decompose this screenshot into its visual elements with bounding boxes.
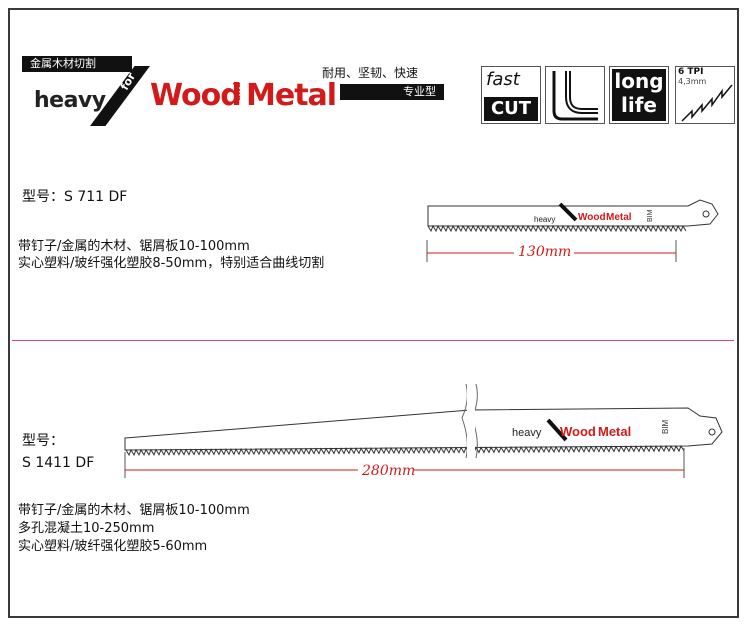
blade2-metal: Metal	[598, 424, 631, 439]
blade2-wood: Wood	[560, 424, 596, 439]
blade-s711df	[427, 199, 719, 233]
blade-s1411df	[124, 383, 723, 459]
blade1-wood: Wood	[578, 212, 606, 223]
saw-teeth-icon	[681, 84, 733, 122]
long-life-badge: long life	[609, 66, 669, 124]
tooth-spacing-text: 4,3mm	[678, 77, 707, 86]
category-label: 金属木材切割	[22, 56, 132, 72]
brand-heavy: heavy	[34, 88, 106, 113]
desc-line: 实心塑料/玻纤强化塑胶5-60mm	[18, 539, 208, 554]
long-life-text: long life	[612, 69, 666, 121]
desc-line: 带钉子/金属的木材、锯屑板10-100mm	[18, 503, 250, 518]
model-label-s1411df: 型号：	[22, 433, 64, 449]
tpi-badge: 6 TPI 4,3mm	[675, 66, 735, 124]
tpi-text: 6 TPI	[678, 67, 704, 77]
desc-line: 多孔混凝土10-250mm	[18, 521, 155, 536]
blade1-heavy: heavy	[534, 215, 555, 224]
tagline: 耐用、坚韧、快速	[322, 66, 419, 80]
section-separator	[12, 340, 734, 341]
model-label: 型号：	[22, 189, 64, 205]
blade1-bim: BIM	[647, 209, 654, 222]
model-s711df: 型号：S 711 DF	[22, 186, 127, 206]
diagonal-stripe-icon	[90, 66, 150, 126]
fast-cut-badge: fast CUT	[481, 66, 541, 124]
dimension-s711df: 130mm	[518, 244, 572, 260]
cut-text: CUT	[484, 97, 538, 121]
model-code: S 711 DF	[64, 189, 128, 205]
fast-text: fast	[486, 69, 520, 90]
dimension-s1411df: 280mm	[362, 463, 416, 479]
page-frame	[8, 8, 739, 618]
life-text: life	[621, 93, 657, 117]
model-code-s1411df: S 1411 DF	[22, 455, 95, 471]
blade1-metal: Metal	[606, 212, 632, 223]
blade2-bim: BIM	[661, 419, 670, 434]
desc-line: 带钉子/金属的木材、锯屑板10-100mm	[18, 239, 250, 254]
long-text: long	[614, 69, 664, 93]
flexible-blade-icon	[552, 71, 598, 121]
description-s711df: 带钉子/金属的木材、锯屑板10-100mm 实心塑料/玻纤强化塑胶8-50mm，…	[18, 238, 324, 272]
brand-wood: Wood	[150, 78, 242, 113]
blade2-heavy: heavy	[512, 427, 542, 439]
brand-metal: Metal	[246, 78, 337, 113]
desc-line: 实心塑料/玻纤强化塑胶8-50mm，特别适合曲线切割	[18, 256, 325, 271]
flexible-blade-badge	[545, 66, 605, 124]
description-s1411df: 带钉子/金属的木材、锯屑板10-100mm 多孔混凝土10-250mm 实心塑料…	[18, 502, 250, 556]
pro-label: 专业型	[340, 84, 444, 100]
